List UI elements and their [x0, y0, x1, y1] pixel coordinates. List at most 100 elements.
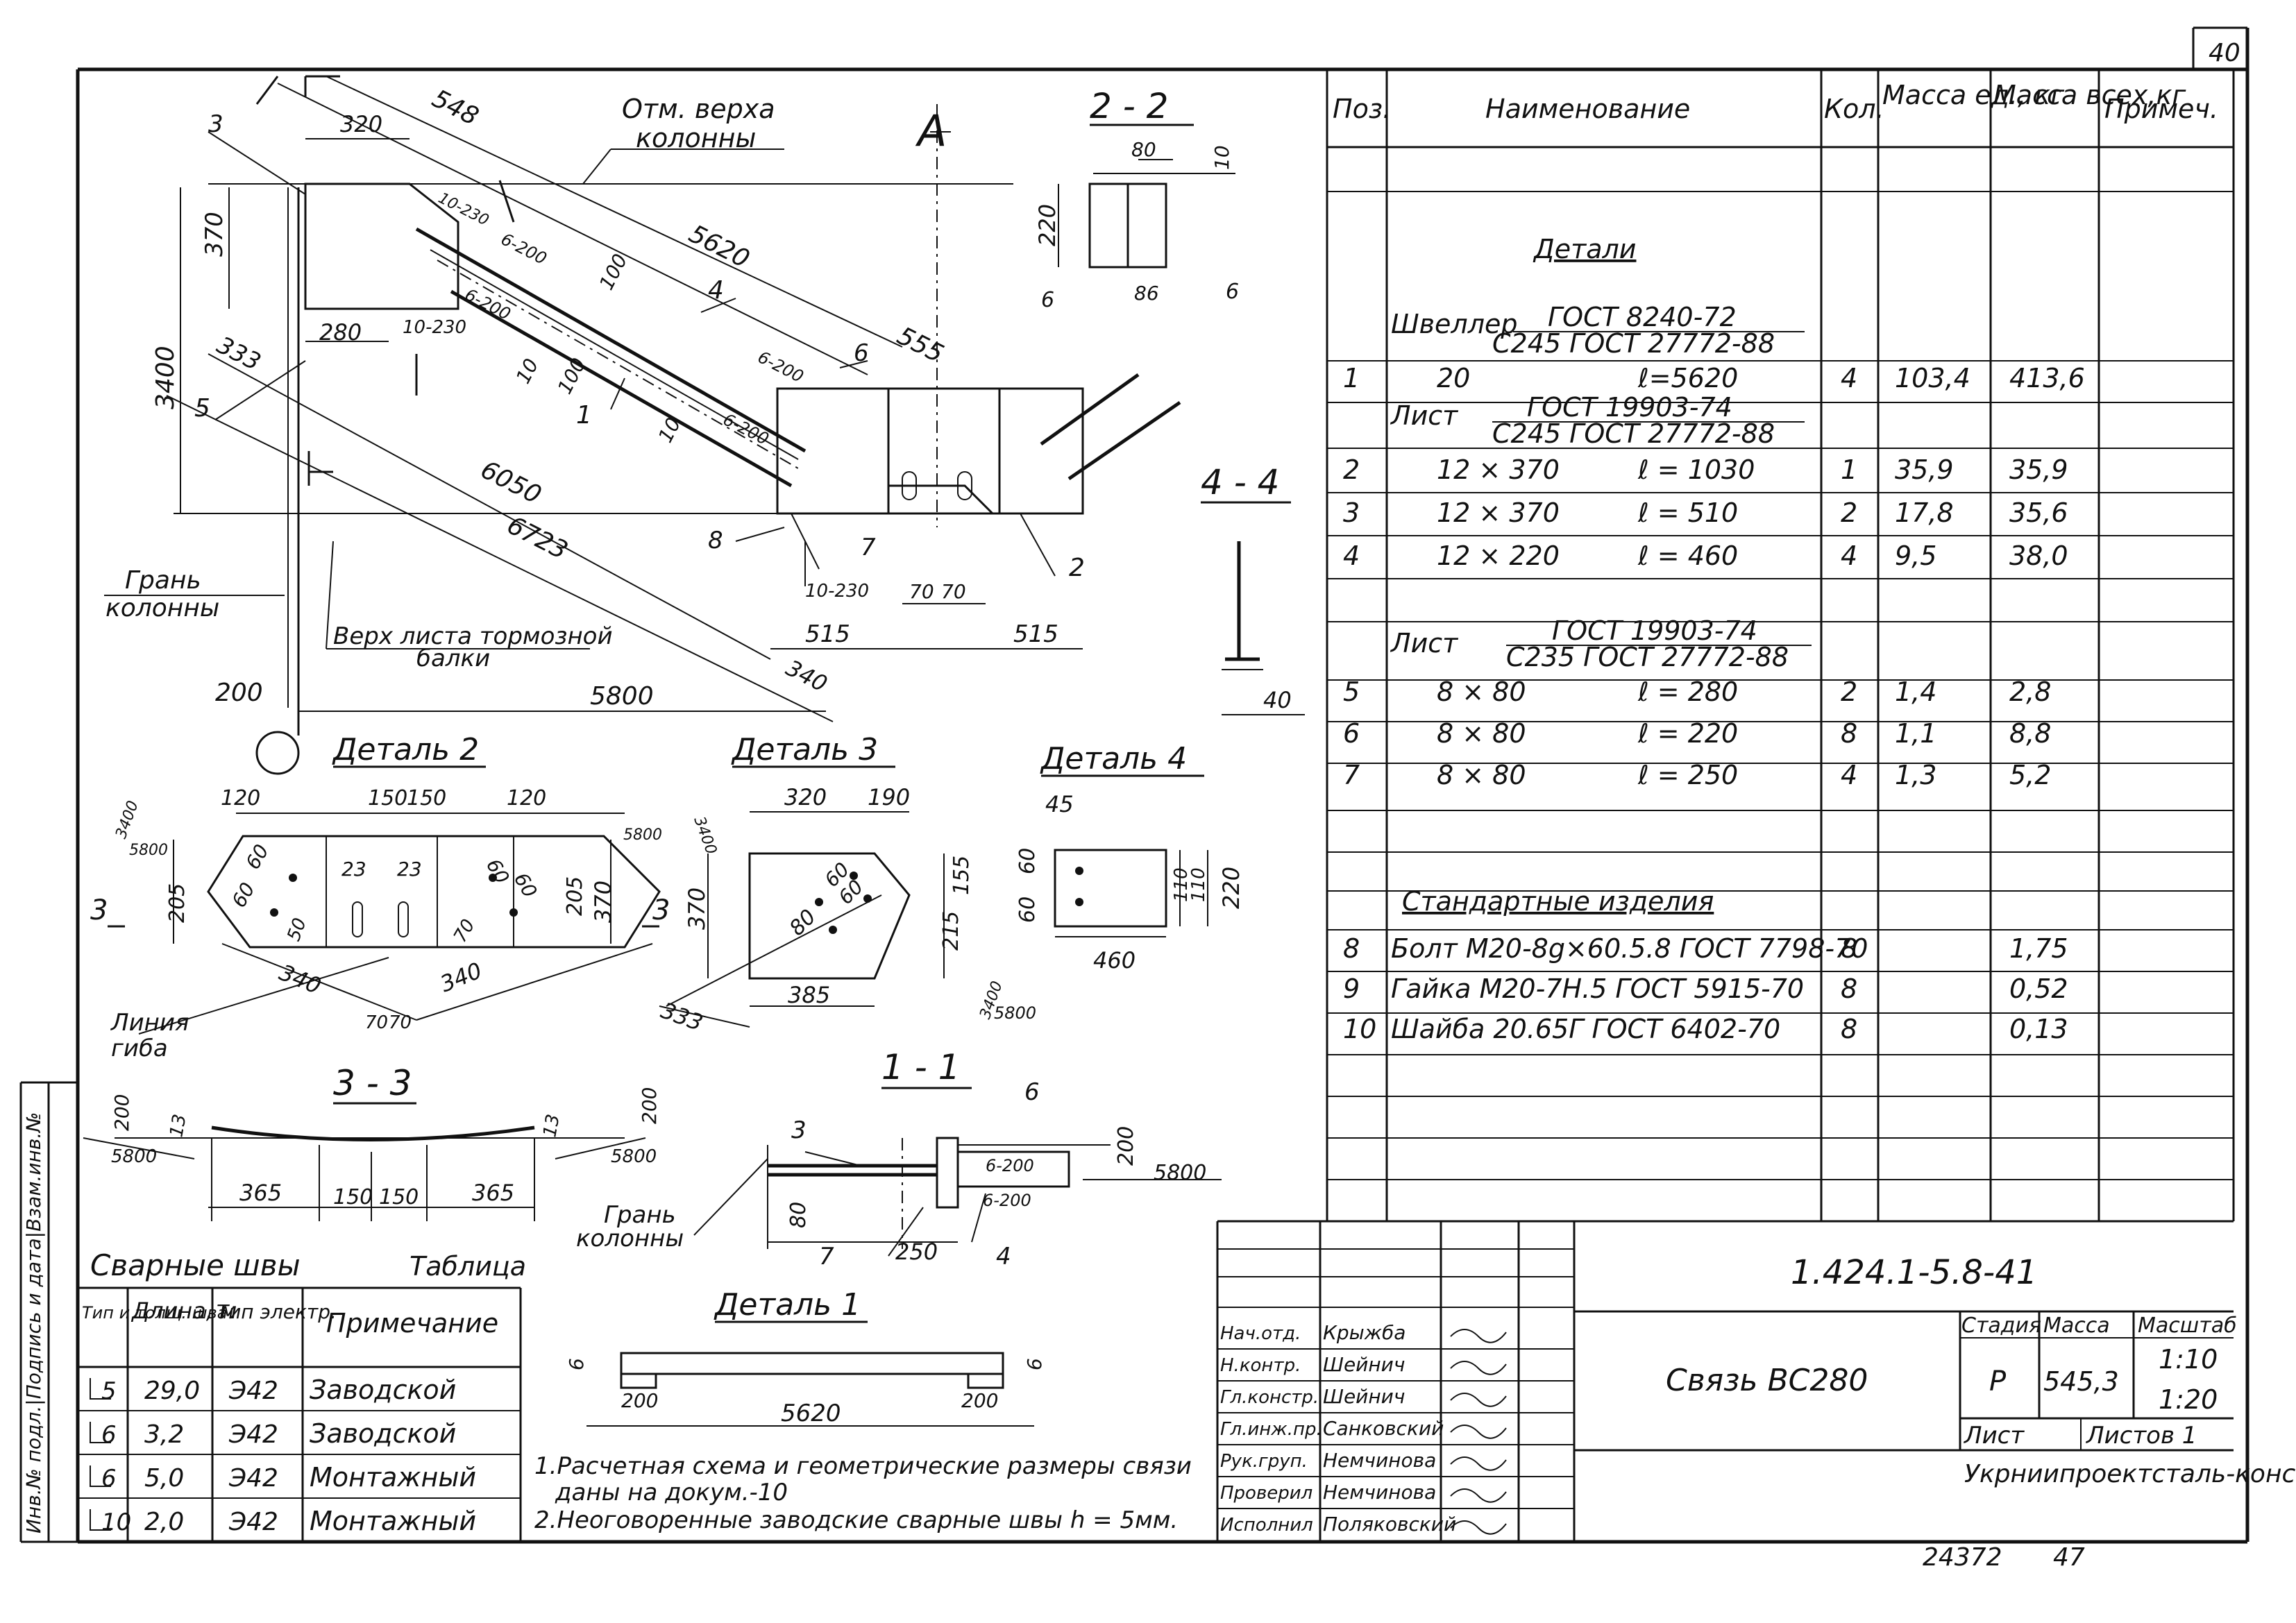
weld-note: Заводской — [310, 1418, 456, 1449]
spec-header-note: Примеч. — [2104, 94, 2218, 124]
scale-value-1: 1:10 — [2159, 1344, 2218, 1375]
note-1b: даны на докум.-10 — [555, 1479, 788, 1506]
spec-channel-std-top: ГОСТ 8240-72 — [1548, 302, 1737, 332]
weld-symbol-icon — [90, 1378, 111, 1400]
spec-row-pos: 3 — [1343, 498, 1360, 528]
signer-name: Крыжба — [1323, 1321, 1406, 1344]
label-brake-beam-2: балки — [416, 645, 490, 672]
spec-sheet2-name: Лист — [1390, 628, 1459, 658]
main-dim-weld-6-200-b: 6-200 — [462, 284, 514, 324]
label-column-face-2: колонны — [105, 594, 219, 622]
weld-length: 3,2 — [144, 1420, 184, 1449]
main-dim-340: 340 — [782, 654, 832, 697]
s22-dim-6-right: 6 — [1226, 280, 1239, 304]
s11-dim-80: 80 — [786, 1202, 811, 1228]
spec-row-qty: 8 — [1841, 1014, 1857, 1044]
weld-electrode: Э42 — [228, 1377, 278, 1405]
main-brace-view: Отм. верха колонны Грань колонны Верх ли… — [104, 75, 1181, 775]
spec-row-size: 8 × 80 — [1437, 677, 1526, 707]
spec-row-mass-unit: 103,4 — [1895, 363, 1970, 393]
d2-dim-150-b: 150 — [407, 786, 446, 810]
main-dim-weld-6-200-c: 6-200 — [754, 347, 807, 386]
spec-row-qty: 2 — [1841, 498, 1857, 528]
weld-length: 29,0 — [144, 1377, 200, 1405]
signer-name: Санковский — [1323, 1417, 1444, 1440]
spec-row-pos: 5 — [1343, 677, 1360, 707]
welds-header-note: Примечание — [326, 1308, 498, 1339]
weld-type: 6 — [101, 1421, 117, 1449]
d3-dim-320: 320 — [784, 784, 827, 810]
d2-bend-line-2: гиба — [111, 1035, 168, 1062]
spec-row-mass-total: 413,6 — [2009, 363, 2085, 393]
spec-row-length: ℓ = 220 — [1637, 718, 1738, 749]
spec-section-standard: Стандартные изделия — [1402, 886, 1714, 917]
main-dim-weld-6-200-a: 6-200 — [498, 229, 550, 269]
main-dim-10-b: 10 — [654, 414, 686, 446]
spec-row-size: 8 × 80 — [1437, 718, 1526, 749]
d2-dim-60-c: 60 — [482, 855, 514, 887]
section-3-3: 3 - 3 200 13 5800 365 150 150 365 13 200… — [83, 1063, 661, 1221]
spec-row-length: ℓ = 510 — [1637, 498, 1738, 528]
s33-dim-200-right: 200 — [638, 1087, 661, 1124]
spec-row-qty: 8 — [1841, 933, 1857, 964]
detail-2-title: Деталь 2 — [332, 732, 479, 767]
s22-dim-220: 220 — [1034, 204, 1061, 246]
scale-value-2: 1:20 — [2159, 1384, 2218, 1415]
s11-column-face-2: колонны — [576, 1225, 684, 1252]
s22-dim-86: 86 — [1134, 282, 1159, 305]
welds-header-length: Длина, м — [130, 1298, 237, 1324]
mass-label: Масса — [2043, 1314, 2110, 1338]
section-3-3-title: 3 - 3 — [333, 1063, 412, 1103]
spec-row-pos: 7 — [1343, 760, 1360, 790]
pos-label-6: 6 — [854, 339, 869, 367]
weld-type: 6 — [101, 1465, 117, 1493]
spec-row-length: ℓ = 460 — [1637, 541, 1738, 571]
pos-label-1: 1 — [576, 401, 592, 430]
spec-row-qty: 8 — [1841, 974, 1857, 1004]
signer-name: Шейнич — [1323, 1353, 1405, 1376]
s11-weld-6-200-a: 6-200 — [986, 1156, 1034, 1175]
sheets-count: Листов 1 — [2085, 1422, 2197, 1450]
main-dim-515-right: 515 — [1013, 620, 1058, 648]
detail-4-title: Деталь 4 — [1040, 741, 1187, 776]
section-4-4: 4 - 4 40 — [1201, 462, 1305, 715]
s33-dim-13-left: 13 — [166, 1112, 190, 1139]
spec-channel-name: Швеллер — [1391, 309, 1518, 339]
main-dim-70-a: 70 — [909, 580, 934, 603]
d4-dim-460: 460 — [1093, 947, 1136, 974]
signer-role: Рук.груп. — [1220, 1451, 1308, 1472]
spec-row-qty: 4 — [1841, 541, 1857, 571]
d2-dim-60-a: 60 — [241, 840, 273, 873]
weld-electrode: Э42 — [228, 1420, 278, 1449]
pos-label-5: 5 — [194, 394, 210, 423]
d2-dim-60-b: 60 — [227, 878, 259, 911]
section-mark-3-right: 3 — [652, 894, 670, 926]
s11-dim-5800: 5800 — [1154, 1161, 1206, 1185]
footer-right-number: 47 — [2053, 1543, 2085, 1572]
stage-value: Р — [1989, 1366, 2007, 1397]
pos-label-2: 2 — [1069, 554, 1085, 582]
section-mark-3-left: 3 — [90, 894, 108, 926]
detail-2: Деталь 2 120 150 150 120 60 60 23 23 205… — [90, 732, 720, 1062]
spec-row-qty: 8 — [1841, 718, 1857, 749]
d4-dim-60-b: 60 — [1015, 897, 1040, 923]
signer-role: Нач.отд. — [1220, 1323, 1301, 1344]
spec-row-size: 8 × 80 — [1437, 760, 1526, 790]
d2-dim-370: 370 — [590, 881, 616, 923]
d2-bend-line-1: Линия — [110, 1009, 189, 1037]
pos-label-7: 7 — [861, 534, 876, 561]
s11-dim-200: 200 — [1114, 1126, 1138, 1166]
spec-row-pos: 9 — [1343, 974, 1360, 1004]
spec-header-qty: Кол. — [1824, 94, 1884, 124]
weld-electrode: Э42 — [228, 1508, 278, 1536]
spec-row-mass-unit: 1,4 — [1895, 677, 1936, 707]
s33-dim-365-right: 365 — [472, 1180, 514, 1206]
s11-label-4: 4 — [996, 1243, 1011, 1271]
d1-dim-6-left: 6 — [565, 1358, 588, 1370]
s22-dim-80: 80 — [1131, 138, 1156, 161]
s44-dim-40: 40 — [1263, 687, 1292, 713]
weld-note: Монтажный — [310, 1506, 476, 1536]
d1-dim-6-right: 6 — [1023, 1358, 1046, 1370]
spec-row-mass-unit: 9,5 — [1895, 541, 1936, 571]
organization-name: Укрниипроектсталь-конструкция — [1964, 1460, 2296, 1488]
